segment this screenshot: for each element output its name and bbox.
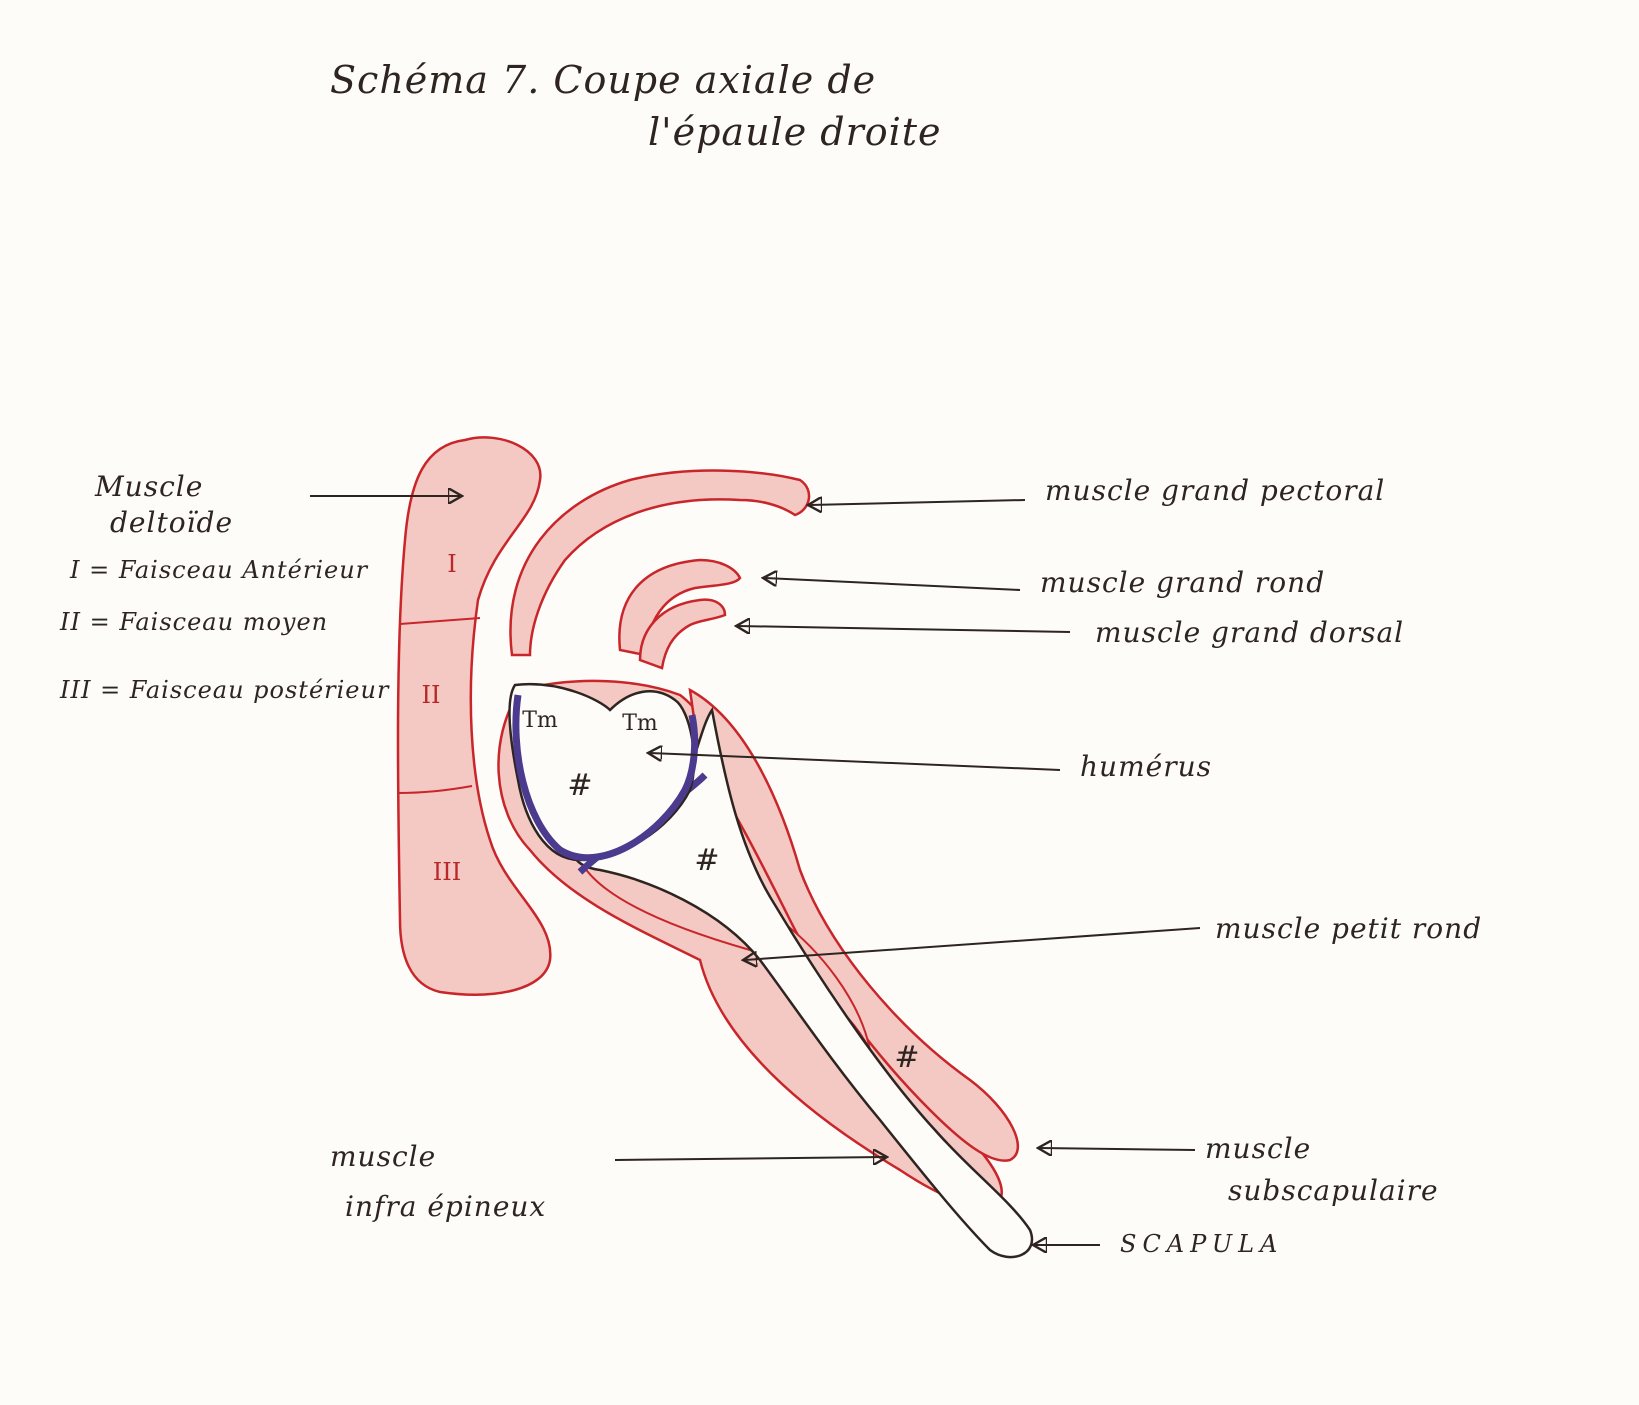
legend-faisceau-moyen: II = Faisceau moyen [60, 608, 329, 636]
subscapularis-muscle [688, 687, 1020, 1162]
label-deltoide-line2: deltoïde [110, 506, 234, 539]
leader-humerus [650, 753, 1061, 771]
label-deltoide-line1: Muscle [95, 470, 204, 503]
label-infra-line1: muscle [330, 1140, 437, 1173]
latissimus-dorsi-muscle [638, 598, 727, 670]
leader-infra-epineux [614, 1157, 885, 1160]
deltoid-muscle [396, 436, 552, 996]
bone-mark-glenoid: # [694, 843, 719, 878]
figure-title-line2: l'épaule droite [648, 110, 942, 154]
label-scapula: SCAPULA [1120, 1230, 1284, 1258]
label-infra-line2: infra épineux [345, 1190, 547, 1223]
deltoid-division-2 [397, 785, 473, 794]
humerus-cartilage [512, 694, 699, 862]
label-grand-rond: muscle grand rond [1040, 566, 1326, 599]
label-grand-dorsal: muscle grand dorsal [1095, 616, 1405, 649]
figure-title-line1: Schéma 7. Coupe axiale de [330, 58, 877, 102]
bone-mark-scapula: # [894, 1040, 919, 1075]
leader-subscapulaire [1040, 1148, 1196, 1150]
pectoralis-major-muscle [509, 469, 811, 657]
leader-grand-rond [765, 578, 1021, 591]
label-subscap-line1: muscle [1205, 1132, 1312, 1165]
tm-label-left: Tm [522, 708, 558, 733]
legend-faisceau-anterieur: I = Faisceau Antérieur [70, 556, 369, 584]
leader-grand-dorsal [738, 626, 1071, 632]
roman-label-2: II [422, 681, 441, 709]
tm-label-right: Tm [622, 711, 658, 736]
legend-faisceau-posterieur: III = Faisceau postérieur [60, 676, 390, 704]
label-grand-pectoral: muscle grand pectoral [1045, 474, 1386, 507]
leader-petit-rond [745, 927, 1201, 960]
label-subscap-line2: subscapulaire [1228, 1174, 1439, 1207]
deltoid-division-1 [399, 617, 481, 625]
roman-label-3: III [433, 858, 461, 886]
humerus-bone [508, 682, 696, 862]
leader-pectoral [810, 500, 1026, 505]
label-humerus: humérus [1080, 750, 1212, 783]
bone-mark-humerus: # [567, 768, 592, 803]
label-petit-rond: muscle petit rond [1215, 912, 1483, 945]
roman-label-1: I [447, 550, 456, 578]
